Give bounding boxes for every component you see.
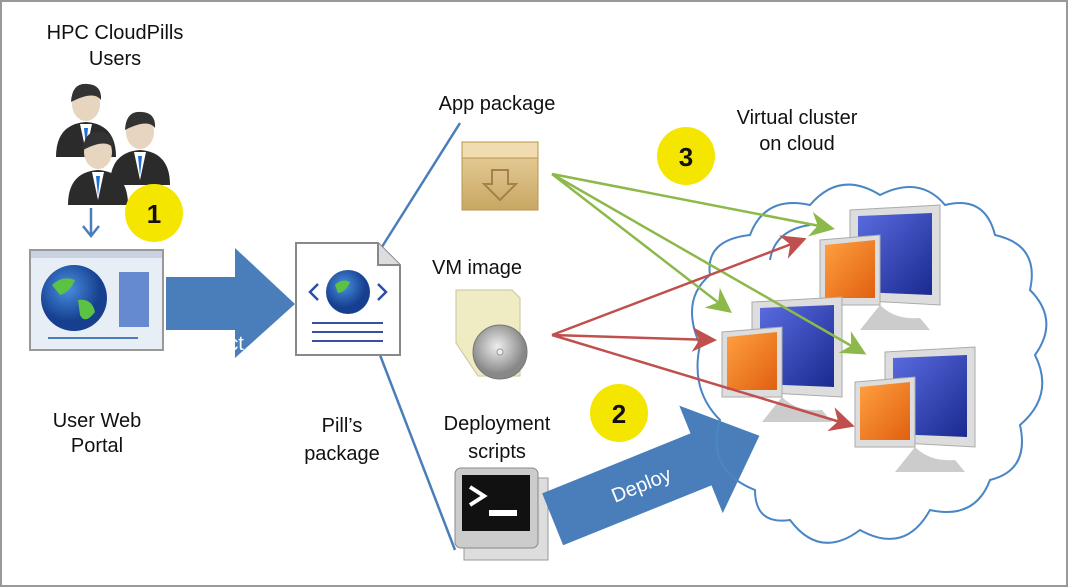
red-arrow	[551, 326, 717, 352]
cloud-inner-curve	[769, 224, 811, 261]
step-badge-1: 1	[125, 184, 183, 242]
package-box-icon	[461, 141, 539, 211]
pill-package-label-line2: package	[304, 443, 380, 465]
deployment-scripts-label-line2: scripts	[468, 441, 526, 463]
vm-deploy-arrows	[551, 235, 855, 432]
select-arrow: Select	[166, 248, 295, 358]
portal-label-line1: User Web	[53, 410, 142, 432]
web-portal-icon	[29, 249, 164, 351]
users-label-line2: Users	[89, 48, 141, 70]
step-badge-3: 3	[657, 127, 715, 185]
pill-package-icon	[295, 242, 401, 356]
deployment-scripts-label-line1: Deployment	[444, 413, 551, 435]
green-arrow	[551, 172, 867, 355]
select-arrow-label: Select	[188, 333, 244, 355]
app-package-label: App package	[439, 93, 556, 115]
vm-image-label: VM image	[432, 257, 522, 279]
svg-text:1: 1	[147, 199, 161, 229]
vm-image-disc-icon	[455, 289, 528, 380]
virtual-cluster-label-line2: on cloud	[759, 133, 835, 155]
cloud-outline	[691, 183, 1048, 544]
virtual-cluster-label-line1: Virtual cluster	[737, 107, 858, 129]
pill-package-label-line1: Pill’s	[322, 415, 363, 437]
arrow-down-icon	[82, 208, 100, 239]
green-arrow	[551, 173, 732, 314]
app-deploy-arrows	[551, 172, 867, 355]
step-badge-2: 2	[590, 384, 648, 442]
users-label-line1: HPC CloudPills	[47, 22, 184, 44]
connector-line-bottom	[378, 354, 457, 551]
virtual-machine-monitor-icon	[854, 346, 976, 473]
red-arrow	[551, 333, 855, 432]
terminal-script-icon	[454, 467, 549, 561]
green-arrow	[551, 172, 835, 237]
svg-text:2: 2	[612, 399, 626, 429]
deploy-arrow: Deploy	[542, 405, 760, 546]
svg-text:3: 3	[679, 142, 693, 172]
portal-label-line2: Portal	[71, 435, 123, 457]
connector-line-top	[378, 122, 462, 251]
red-arrow	[551, 235, 807, 337]
